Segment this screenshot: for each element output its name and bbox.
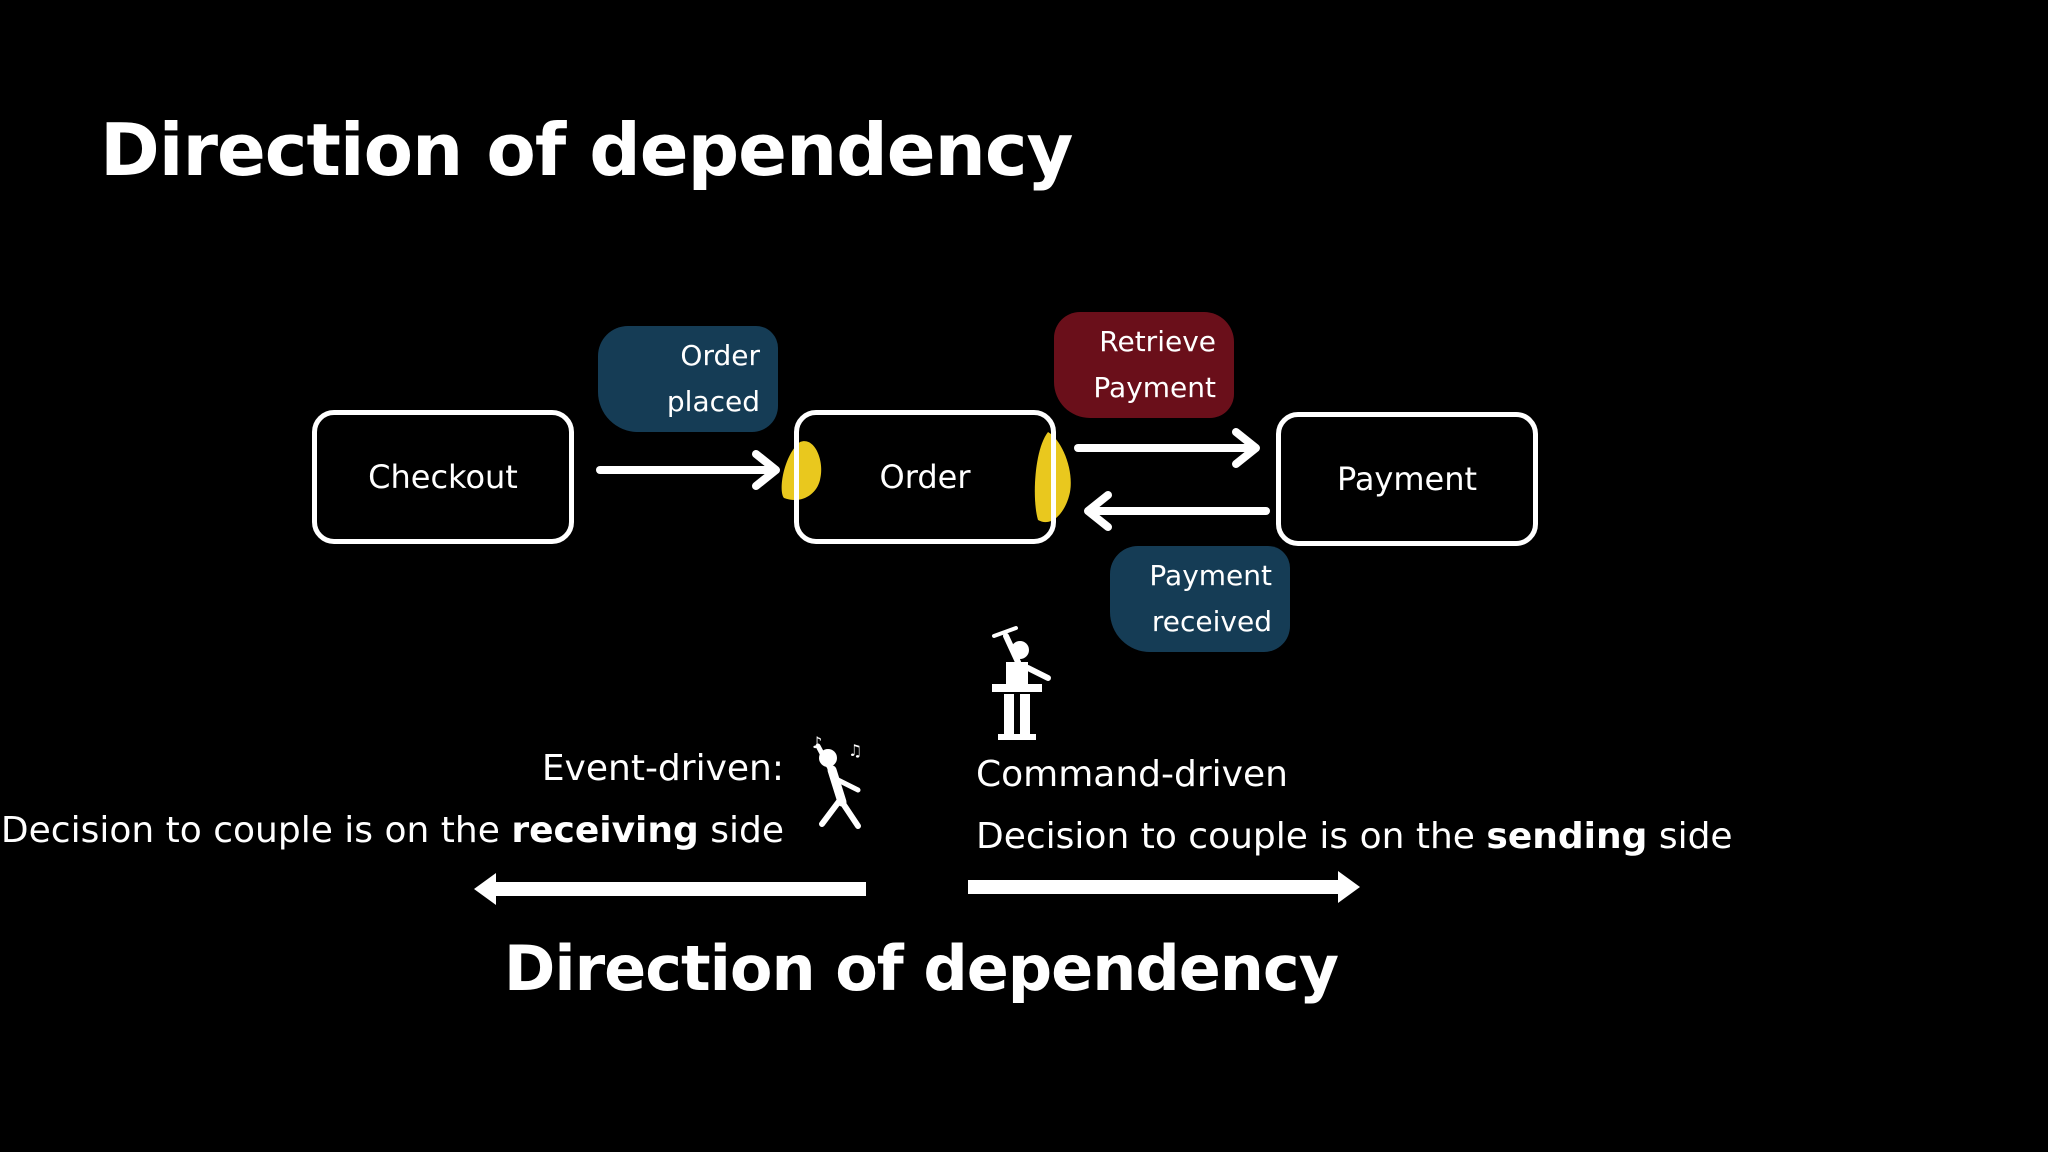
command-driven-sentence: Decision to couple is on the sending sid… [976, 816, 1733, 857]
order-handler-left [781, 441, 822, 500]
sticky-payment-received: Payment received [1110, 546, 1290, 652]
sticky-retrieve-payment: Retrieve Payment [1054, 312, 1234, 418]
sticky-order-placed-line2: placed [666, 385, 760, 418]
event-driven-suffix: side [698, 810, 784, 851]
sticky-retrieve-payment-line1: Retrieve [1099, 325, 1216, 358]
sticky-retrieve-payment-line2: Payment [1093, 371, 1216, 404]
event-driven-prefix: Decision to couple is on the [0, 810, 512, 851]
arrow-checkout-to-order [596, 450, 780, 490]
command-driven-bold: sending [1486, 816, 1648, 857]
event-driven-sentence: Decision to couple is on the receiving s… [1, 810, 784, 851]
sticky-payment-received-line2: received [1151, 605, 1272, 638]
service-order-label: Order [879, 458, 971, 496]
service-checkout-label: Checkout [368, 458, 518, 496]
arrow-order-to-payment [1074, 428, 1260, 468]
arrow-command-direction [968, 871, 1360, 903]
arrow-payment-to-order [1084, 491, 1270, 531]
dancer-icon: ♪ ♫ [812, 733, 862, 829]
conductor-icon [992, 626, 1051, 740]
command-driven-heading: Command-driven [976, 754, 1288, 795]
command-driven-suffix: side [1647, 816, 1733, 857]
sticky-order-placed: Order placed [598, 326, 778, 432]
service-payment: Payment [1276, 412, 1538, 546]
svg-text:♫: ♫ [848, 741, 862, 760]
arrow-event-direction [474, 873, 866, 905]
service-order: Order [794, 410, 1056, 544]
sticky-order-placed-line1: Order [680, 339, 760, 372]
service-checkout: Checkout [312, 410, 574, 544]
svg-text:♪: ♪ [812, 733, 822, 752]
bottom-title: Direction of dependency [503, 932, 1339, 1005]
sticky-payment-received-line1: Payment [1149, 559, 1272, 592]
page-title: Direction of dependency [100, 108, 1073, 192]
command-driven-prefix: Decision to couple is on the [976, 816, 1487, 857]
event-driven-heading: Event-driven: [541, 748, 784, 789]
service-payment-label: Payment [1336, 460, 1478, 498]
event-driven-bold: receiving [511, 810, 699, 851]
